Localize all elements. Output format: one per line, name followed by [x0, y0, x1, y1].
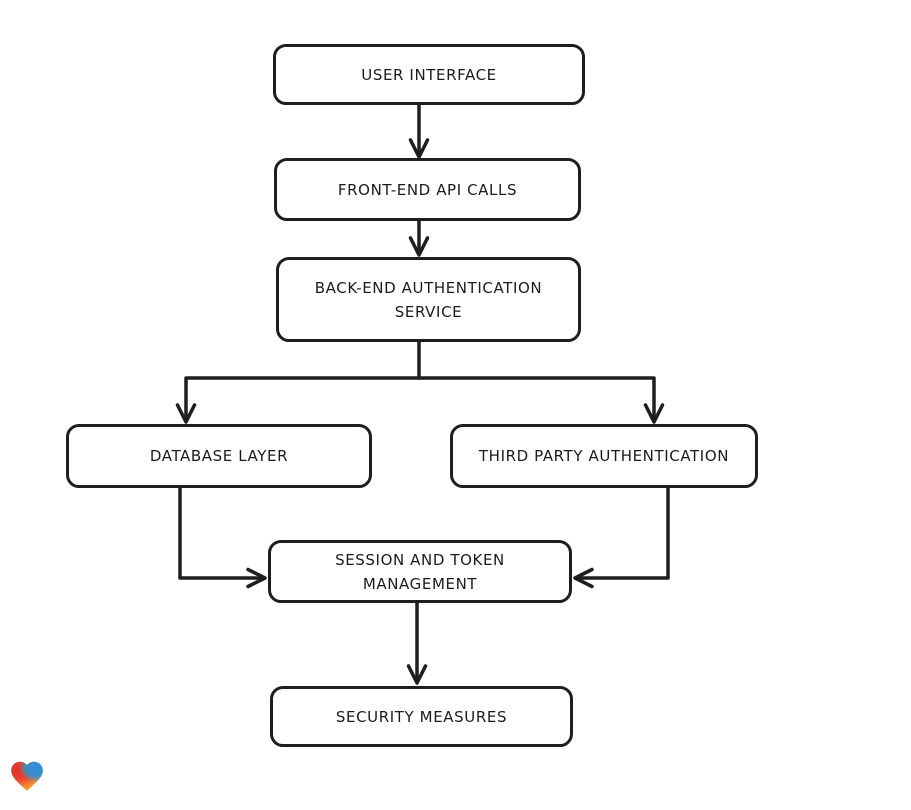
node-front-end-api-calls: FRONT-END API CALLS [274, 158, 581, 221]
node-label: USER INTERFACE [361, 65, 497, 84]
arrowhead-down-icon [643, 403, 665, 424]
node-label: DATABASE LAYER [149, 447, 289, 465]
edge-back-end-to-third-party [417, 376, 665, 424]
node-label: FRONT-END API CALLS [337, 180, 518, 199]
arrowhead-left-icon [573, 567, 594, 589]
node-security-measures: SECURITY MEASURES [270, 686, 573, 747]
node-back-end-authentication-service: BACK-END AUTHENTICATION SERVICE [276, 257, 581, 342]
arrowhead-right-icon [246, 567, 267, 589]
edge-user-interface-to-front-end [408, 101, 430, 159]
node-label: SESSION AND TOKEN MANAGEMENT [335, 550, 505, 593]
node-label: BACK-END AUTHENTICATION SERVICE [314, 278, 543, 321]
edge-front-end-to-back-end [408, 219, 430, 257]
node-database-layer: DATABASE LAYER [66, 424, 372, 488]
arrowhead-down-icon [175, 403, 197, 424]
node-user-interface: USER INTERFACE [273, 44, 585, 105]
gradient-heart-logo-icon [11, 761, 43, 791]
edge-session-to-security [406, 600, 428, 685]
node-label: SECURITY MEASURES [335, 707, 508, 726]
arrowhead-down-icon [408, 138, 430, 159]
arrowhead-down-icon [406, 664, 428, 685]
node-third-party-authentication: THIRD PARTY AUTHENTICATION [450, 424, 758, 488]
node-label: THIRD PARTY AUTHENTICATION [478, 447, 730, 465]
edge-third-party-to-session [573, 485, 670, 589]
node-session-and-token-management: SESSION AND TOKEN MANAGEMENT [268, 540, 572, 603]
edge-database-to-session [178, 485, 267, 589]
arrowhead-down-icon [408, 236, 430, 257]
edge-back-end-to-database [175, 376, 421, 424]
